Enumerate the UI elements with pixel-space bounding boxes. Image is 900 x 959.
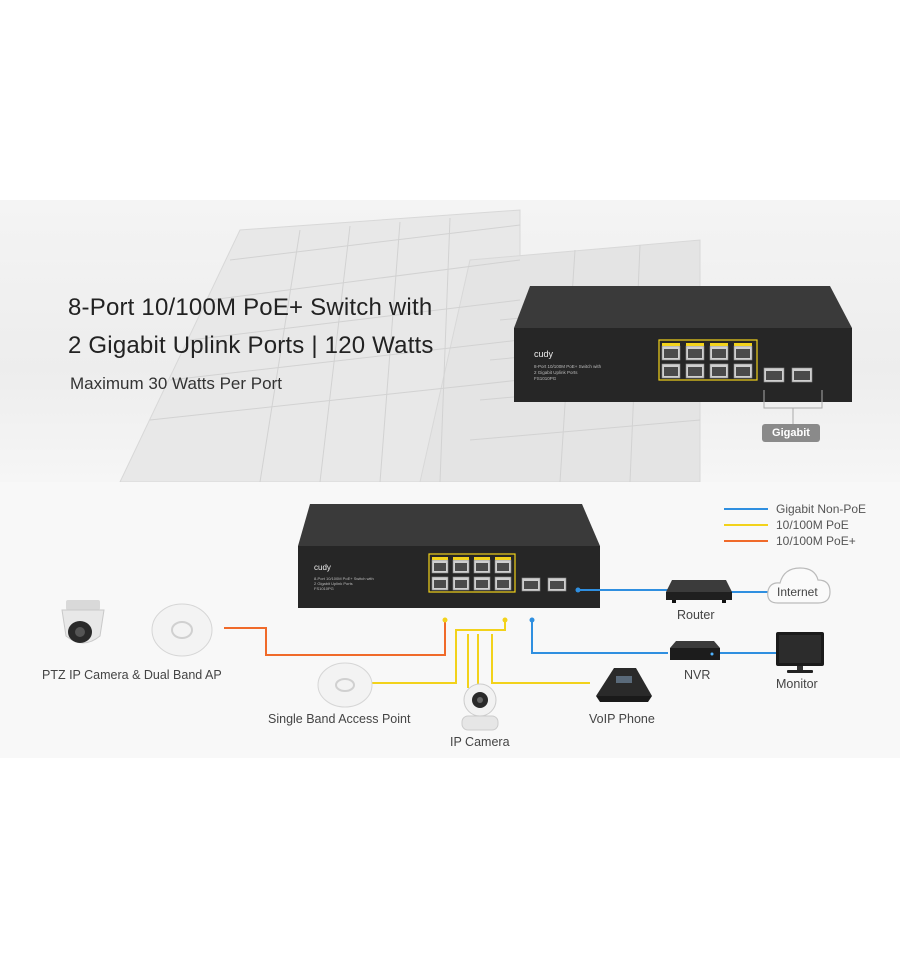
hero-ports-port-4-socket [736,349,750,358]
ip-camera-icon [461,683,499,731]
diag-ports-port-2-socket [455,563,467,571]
diagram-switch-model-line2: 2 Gigabit Uplink Ports [314,581,353,586]
hero-uplinks-port-2-socket [794,371,810,380]
hero-ports-port-6-socket [688,367,702,376]
diag-ports-port-4-poe-led [495,557,511,560]
hero-ports-port-3-socket [712,349,726,358]
hero-ports-frame [658,339,758,381]
ip-camera-label: IP Camera [450,735,510,749]
cloud-icon [767,567,831,604]
diag-ports-port-8-socket [497,580,509,588]
diag-ports-port-4-socket [497,563,509,571]
internet-label: Internet [777,585,818,599]
gigabit-link-nvr [531,620,668,654]
hero-switch-model-code: FS1010PG [534,376,557,381]
hero-ports-port-7-socket [712,367,726,376]
diag-ports-port-5-socket [434,580,446,588]
hero-ports-port-5-socket [664,367,678,376]
diag-ports-port-1-socket [434,563,446,571]
nvr-label: NVR [684,668,711,682]
poe-plus-link-ptz-ap [224,622,446,656]
hero-ports-port-2-socket [688,349,702,358]
diag-ports-port-7-socket [476,580,488,588]
hero-ports-port-8-socket [736,367,750,376]
ptz-camera-ap-label: PTZ IP Camera & Dual Band AP [42,668,222,682]
single-band-ap-label: Single Band Access Point [268,712,411,726]
legend-label-gigabit-non-poe: Gigabit Non-PoE [776,502,867,516]
diagram-switch-model-line1: 8-Port 10/100M PoE+ Switch with [314,576,374,581]
diagram-switch-brand: cudy [314,563,331,572]
poe-link-voip-phone [491,634,590,684]
ptz-camera-icon [61,600,105,644]
diagram-poe-port-block [428,553,516,593]
hero-ports-port-3-poe-led [710,343,728,346]
hero-uplink-port-block [763,367,813,383]
legend-label-poe-plus: 10/100M PoE+ [776,534,856,548]
dual-band-ap-icon [151,603,213,657]
hero-subtitle: Maximum 30 Watts Per Port [70,374,282,393]
hero-switch-model-line1: 8-Port 10/100M PoE+ Switch with [534,364,602,369]
gigabit-badge: Gigabit [762,424,820,442]
router-icon [666,580,732,603]
hero-ports-port-4-poe-led [734,343,752,346]
monitor-label: Monitor [776,677,818,691]
single-band-ap-icon [317,662,373,708]
diag-uplinks-port-2-socket [550,581,564,589]
poe-link-single-band-ap [372,620,506,684]
voip-phone-icon [596,668,652,702]
diag-ports-port-3-poe-led [474,557,490,560]
diagram-switch: cudy 8-Port 10/100M PoE+ Switch with 2 G… [298,504,600,608]
legend-label-poe: 10/100M PoE [776,518,849,532]
diagram-uplink-port-block [521,577,567,592]
diag-ports-port-1-poe-led [432,557,448,560]
hero-switch: cudy 8-Port 10/100M PoE+ Switch with 2 G… [514,286,852,424]
hero-ports-port-1-poe-led [662,343,680,346]
hero-uplinks-port-1-socket [766,371,782,380]
diag-ports-port-3-socket [476,563,488,571]
diagram-switch-model-code: FS1010PG [314,586,334,591]
voip-phone-label: VoIP Phone [589,712,655,726]
hero-ports-port-1-socket [664,349,678,358]
diag-ports-port-6-socket [455,580,467,588]
hero-title-line2: 2 Gigabit Uplink Ports | 120 Watts [68,332,434,359]
hero-switch-model-line2: 2 Gigabit Uplink Ports [534,370,578,375]
hero-title-line1: 8-Port 10/100M PoE+ Switch with [68,294,433,321]
diag-ports-frame [428,553,516,593]
hero-ports-port-2-poe-led [686,343,704,346]
nvr-icon [670,641,720,660]
monitor-icon [776,632,824,673]
hero-poe-port-block [658,339,758,381]
diag-uplinks-port-1-socket [524,581,538,589]
router-label: Router [677,608,715,622]
hero-switch-brand: cudy [534,349,554,359]
diag-ports-port-2-poe-led [453,557,469,560]
